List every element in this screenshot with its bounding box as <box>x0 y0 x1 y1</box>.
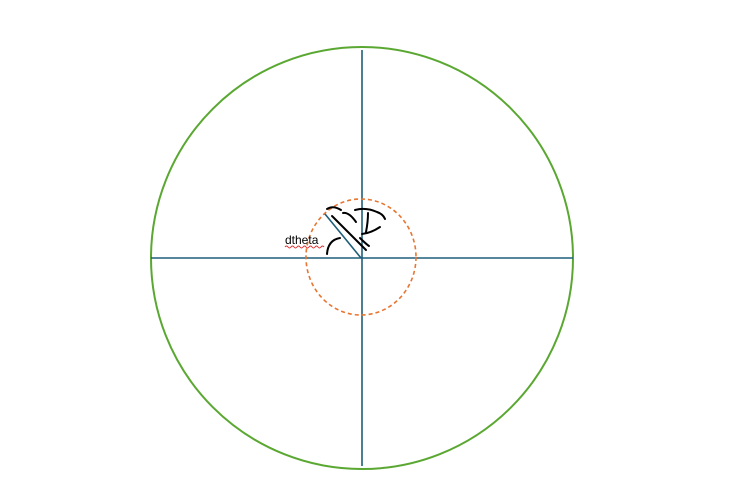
ink-parallel-stroke <box>331 215 367 251</box>
ink-cross-stroke <box>342 211 357 223</box>
angle-label: dtheta <box>285 233 319 247</box>
diagonal-radius-line <box>324 213 362 259</box>
ink-symbol-top <box>354 207 386 220</box>
spellcheck-underline <box>284 245 325 249</box>
ink-symbol-tail <box>359 237 370 247</box>
ink-symbol-stem <box>365 212 369 233</box>
ink-angle-arc <box>326 237 341 255</box>
inner-dashed-circle <box>305 198 417 316</box>
ink-top-tick <box>326 206 342 211</box>
handwritten-annotation <box>326 206 386 255</box>
ink-symbol-base <box>361 226 381 235</box>
